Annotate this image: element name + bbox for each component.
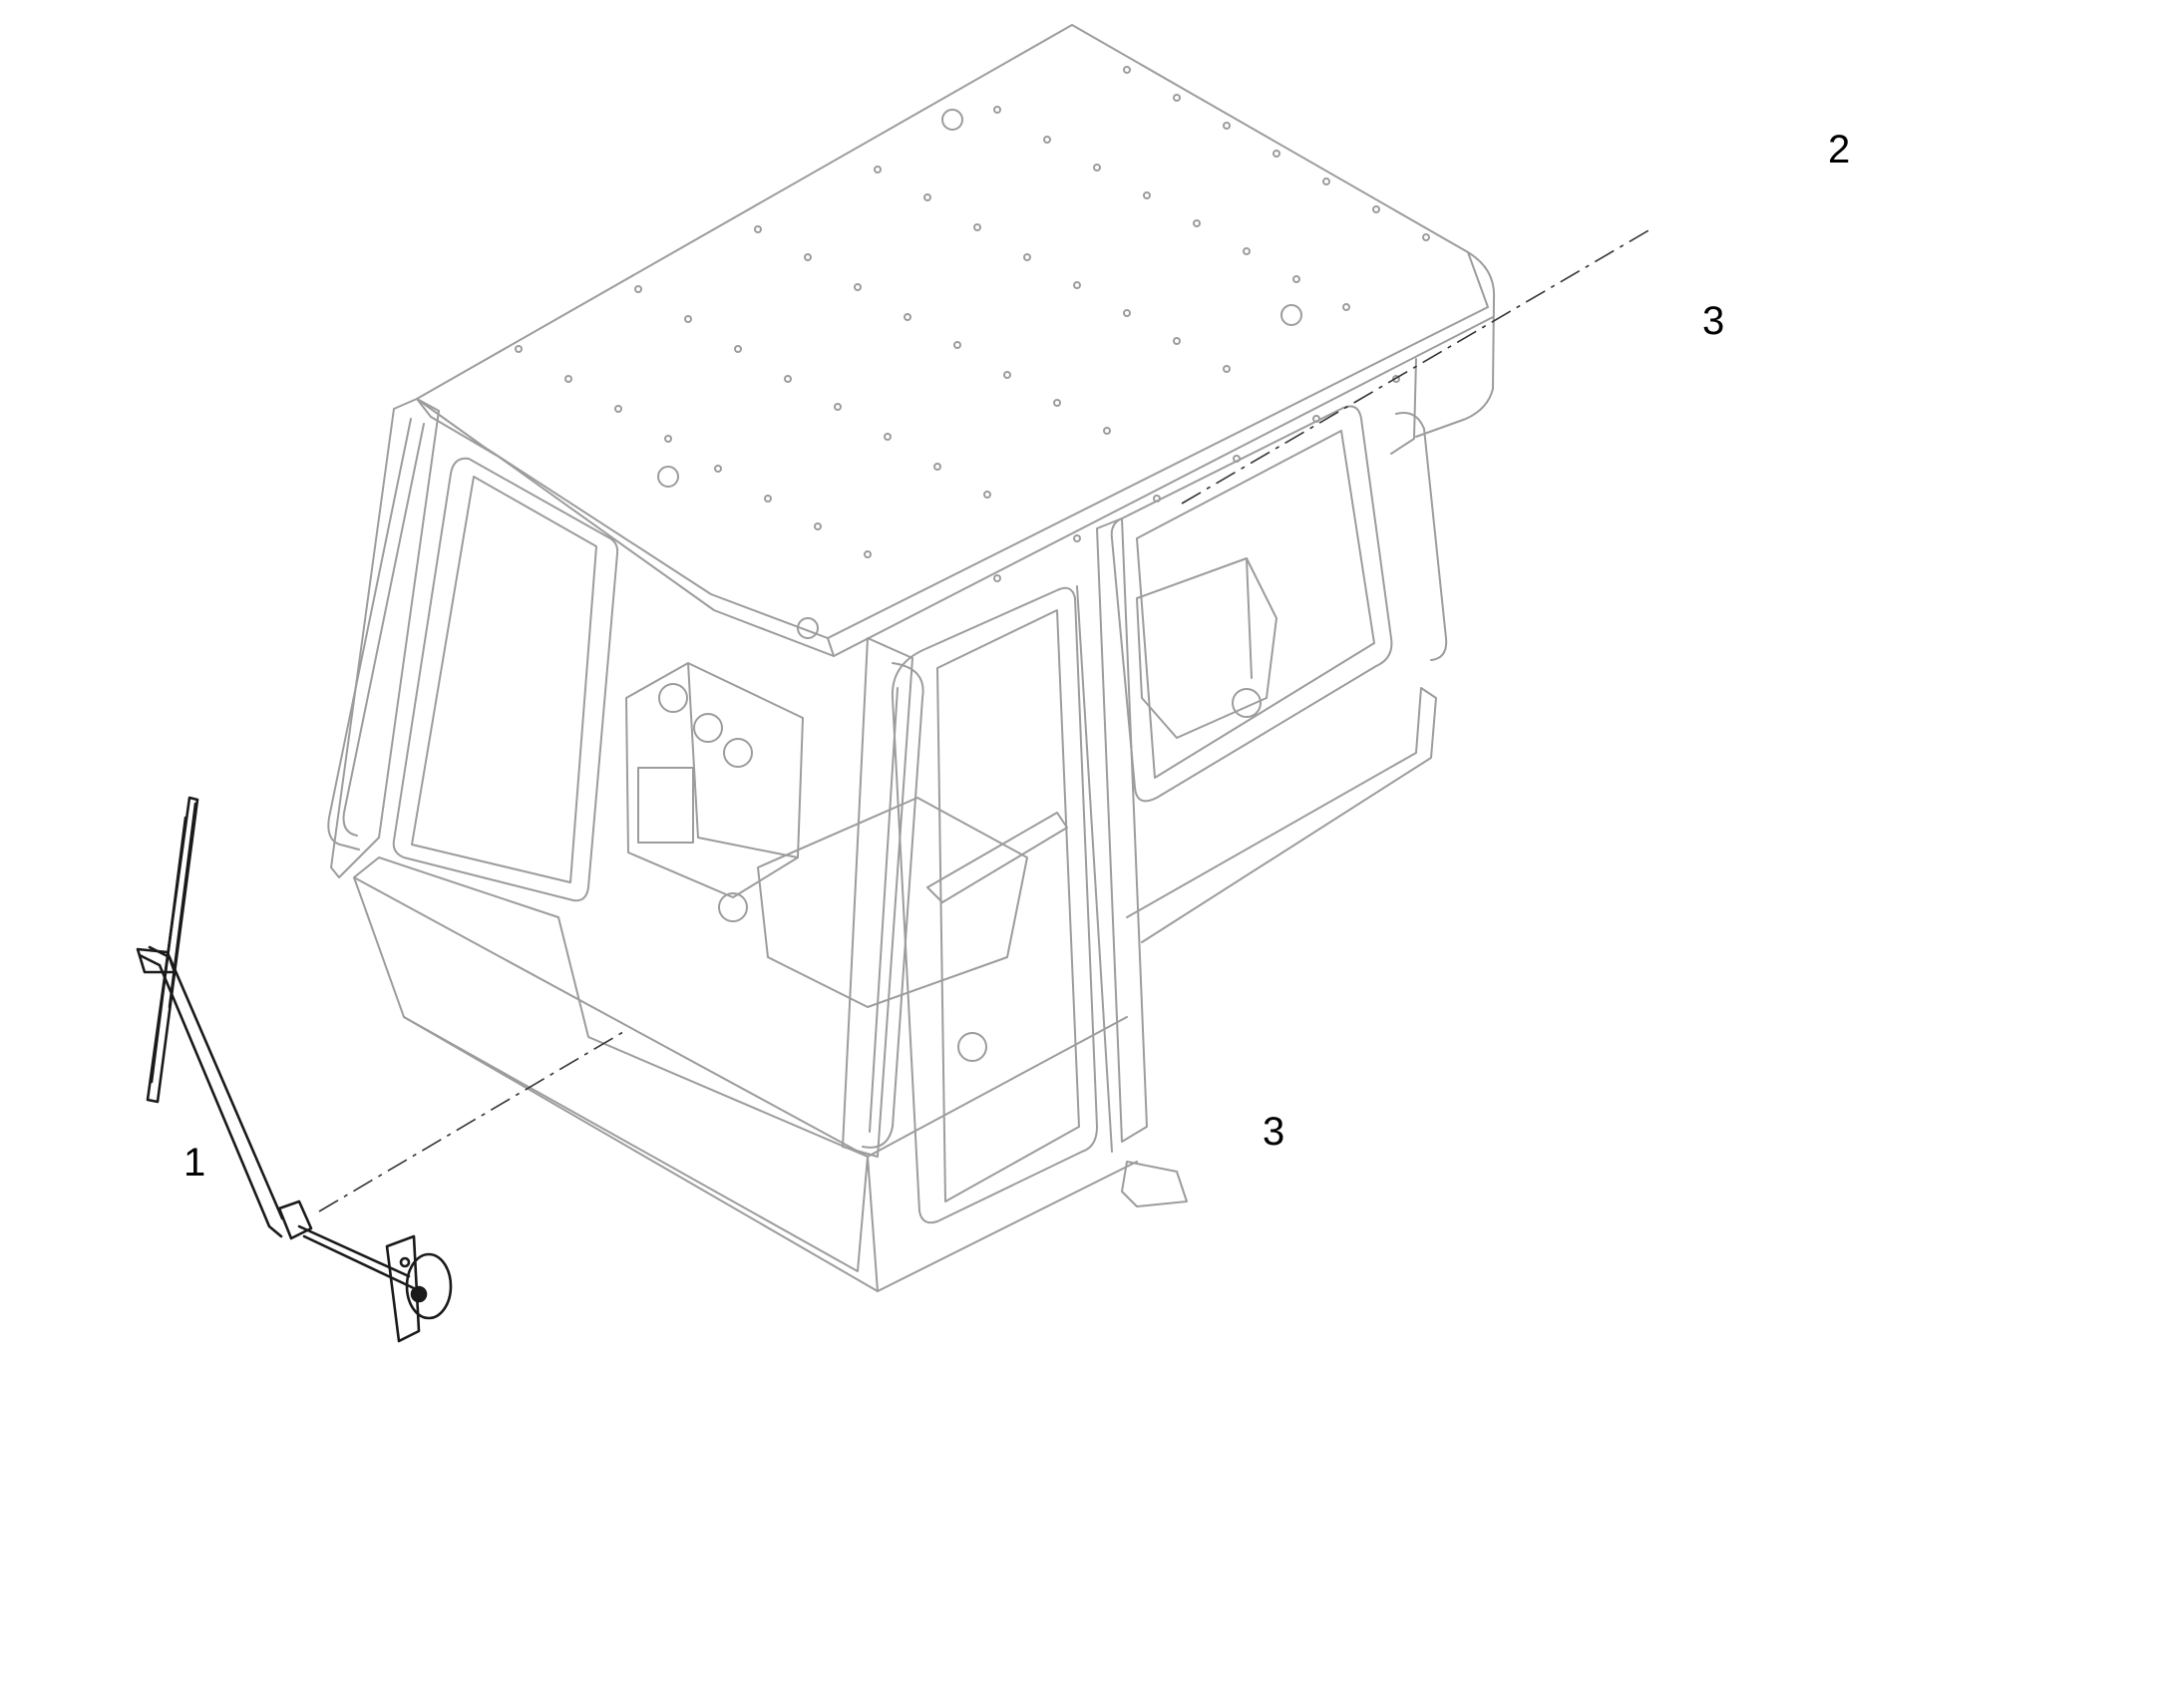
cab-console-edge <box>687 662 699 839</box>
front-wiper-blade-rubber <box>150 816 187 1084</box>
cab-center-handrail <box>862 662 924 1149</box>
cab-left-front-post <box>330 398 440 878</box>
cab-bottom-edge <box>403 1016 1138 1292</box>
cab-rear-lower-panel <box>1126 687 1437 943</box>
cab-roof-bolt-3 <box>657 466 679 488</box>
cab-left-lower-panel <box>353 856 869 1272</box>
cab-rear-handrail <box>1395 412 1448 661</box>
cab-right-rear-post <box>1096 517 1148 1143</box>
cab-rear-window <box>1110 405 1393 803</box>
cab-door-opening <box>891 586 1098 1224</box>
cab-console-port-2 <box>693 713 723 743</box>
cab-interior-console <box>625 662 804 898</box>
assembly-leader-lines <box>318 228 1651 1212</box>
cab-center-post <box>842 637 913 1158</box>
cab-door-opening-inner <box>936 609 1080 1202</box>
front-wiper-spindle-head <box>277 1199 313 1240</box>
cab-rear-console-port <box>1232 688 1262 718</box>
cab-seat-base <box>757 797 1028 1008</box>
cab-left-handrail-inner <box>342 423 425 837</box>
cab-left-window <box>392 457 619 902</box>
cab-roof-rivets <box>515 66 1430 582</box>
cab-roof-bolt-1 <box>941 109 963 131</box>
cab-door-hinge-post <box>1076 585 1113 1153</box>
front-wiper-arm-clip <box>136 947 177 974</box>
cab-center-handrail-inner <box>869 687 899 1133</box>
cab-rear-foot <box>1121 1161 1188 1207</box>
cab-roof-bolt-2 <box>1280 304 1302 326</box>
operator-cab <box>327 24 1496 1292</box>
cab-rear-window-inner <box>1136 430 1375 779</box>
cab-roof-bolt-4 <box>797 617 819 639</box>
leader-front-wiper <box>318 1031 624 1212</box>
cab-roof-edge <box>416 316 1494 657</box>
front-wiper-motor-plate <box>385 1234 421 1343</box>
cab-left-handrail <box>327 418 412 851</box>
front-wiper-motor-bolt <box>399 1256 411 1268</box>
cab-left-window-inner <box>411 476 597 883</box>
cab-console-port-3 <box>723 738 753 768</box>
cab-console-box <box>637 767 694 844</box>
cab-console-edge-2 <box>697 837 799 858</box>
callout-rear-wiper: 2 <box>1828 128 1851 171</box>
leader-rear-wiper <box>1181 228 1651 505</box>
cab-console-port-1 <box>658 683 688 713</box>
cab-floor-port <box>957 1032 987 1062</box>
cab-control-lever <box>926 812 1068 903</box>
front-wiper-assembly <box>136 796 453 1343</box>
cab-seat-base-port <box>718 892 748 922</box>
front-wiper-linkage-2 <box>302 1234 416 1290</box>
cab-roof <box>416 24 1489 639</box>
cab-roof-rear-curve <box>1415 251 1496 438</box>
cab-rear-console <box>1136 557 1277 739</box>
cab-rear-console-edge <box>1246 557 1253 679</box>
front-wiper-linkage <box>297 1224 411 1278</box>
front-wiper-arm <box>138 953 283 1238</box>
front-wiper-motor-body <box>405 1252 453 1320</box>
cab-roof-rear-lip <box>1390 358 1417 455</box>
callout-harness-long: 3 <box>1263 1110 1285 1154</box>
front-wiper-motor-hub <box>410 1285 428 1303</box>
cab-roof-seam <box>827 637 835 657</box>
cab-lower-corner <box>867 1156 879 1292</box>
callout-harness-short: 3 <box>1702 299 1725 343</box>
callout-front-wiper: 1 <box>183 1141 206 1185</box>
